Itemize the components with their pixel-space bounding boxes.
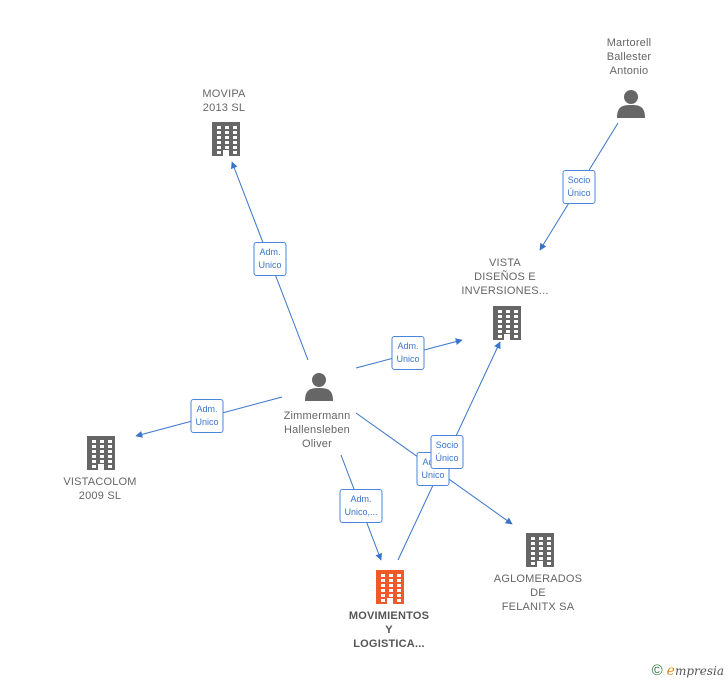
- brand-logo-text: mpresia: [674, 664, 724, 678]
- building-icon[interactable]: [526, 533, 554, 567]
- building-icon[interactable]: [212, 122, 240, 156]
- node-label-line: MOVIMIENTOS: [348, 610, 430, 622]
- edge-badge-line: Unico: [421, 470, 445, 480]
- node-label-movipa[interactable]: MOVIPA 2013 SL: [202, 87, 245, 115]
- node-label-line: Y: [385, 624, 393, 636]
- edge-badge-line: Unico: [258, 260, 282, 270]
- edge-badge-line: Socio: [435, 440, 459, 450]
- node-label-movimientos[interactable]: MOVIMIENTOS Y LOGISTICA...: [349, 609, 429, 651]
- person-icon[interactable]: [617, 90, 645, 118]
- node-label-aglomerados[interactable]: AGLOMERADOS DE FELANITX SA: [494, 572, 582, 614]
- edge-badge-zim-movimientos[interactable]: Adm. Unico,...: [339, 489, 383, 523]
- node-label-line: FELANITX SA: [501, 601, 575, 613]
- edge-badge-line: Único: [435, 453, 459, 463]
- edge-badge-line: Socio: [567, 175, 591, 185]
- footer-brand[interactable]: ©empresia: [652, 662, 724, 679]
- node-label-zimmermann[interactable]: Zimmermann Hallensleben Oliver: [284, 409, 351, 451]
- edge-badge-line: Adm.: [196, 404, 218, 414]
- node-label-line: 2009 SL: [78, 490, 122, 502]
- edge-badge-line: Adm.: [397, 341, 419, 351]
- node-label-line: VISTACOLOM: [63, 476, 137, 488]
- edge-badge-zim-vistacolom[interactable]: Adm. Unico: [190, 399, 224, 433]
- node-label-line: Hallensleben: [283, 424, 350, 436]
- node-label-line: Antonio: [609, 65, 649, 77]
- node-label-line: VISTA: [489, 257, 521, 269]
- copyright-icon: ©: [651, 662, 663, 679]
- node-label-line: DISEÑOS E: [474, 271, 536, 283]
- building-icon[interactable]: [493, 306, 521, 340]
- node-label-line: LOGISTICA...: [353, 638, 425, 650]
- edge-badge-line: Unico,...: [344, 507, 378, 517]
- brand-logo-initial: e: [666, 663, 675, 679]
- node-label-line: Oliver: [302, 438, 332, 450]
- node-label-line: Martorell: [606, 37, 652, 49]
- node-label-line: Ballester: [606, 51, 652, 63]
- building-icon[interactable]: [87, 436, 115, 470]
- building-icon[interactable]: [376, 570, 404, 604]
- edge-badge-line: Adm.: [350, 494, 372, 504]
- edge-badge-line: Unico: [195, 417, 219, 427]
- edge-badge-zim-movipa[interactable]: Adm. Unico: [253, 242, 287, 276]
- node-label-line: Zimmermann: [283, 410, 351, 422]
- edge-badge-mar-vista[interactable]: Socio Único: [562, 170, 596, 204]
- edge-badge-zim-vista[interactable]: Adm. Unico: [391, 336, 425, 370]
- person-icon[interactable]: [305, 373, 333, 401]
- node-label-vista[interactable]: VISTA DISEÑOS E INVERSIONES...: [461, 256, 548, 298]
- node-label-line: INVERSIONES...: [461, 285, 549, 297]
- edge-badge-line: Adm.: [259, 247, 281, 257]
- node-label-line: 2013 SL: [202, 102, 246, 114]
- edge-badge-mov-vista[interactable]: Socio Único: [430, 435, 464, 469]
- node-label-line: DE: [530, 587, 546, 599]
- node-label-line: MOVIPA: [202, 88, 246, 100]
- icons-layer: [87, 90, 645, 604]
- node-label-line: AGLOMERADOS: [493, 573, 583, 585]
- edge-badge-line: Unico: [396, 354, 420, 364]
- edge-badge-line: Único: [567, 188, 591, 198]
- node-label-martorell[interactable]: Martorell Ballester Antonio: [607, 36, 652, 78]
- node-label-vistacolom[interactable]: VISTACOLOM 2009 SL: [63, 475, 136, 503]
